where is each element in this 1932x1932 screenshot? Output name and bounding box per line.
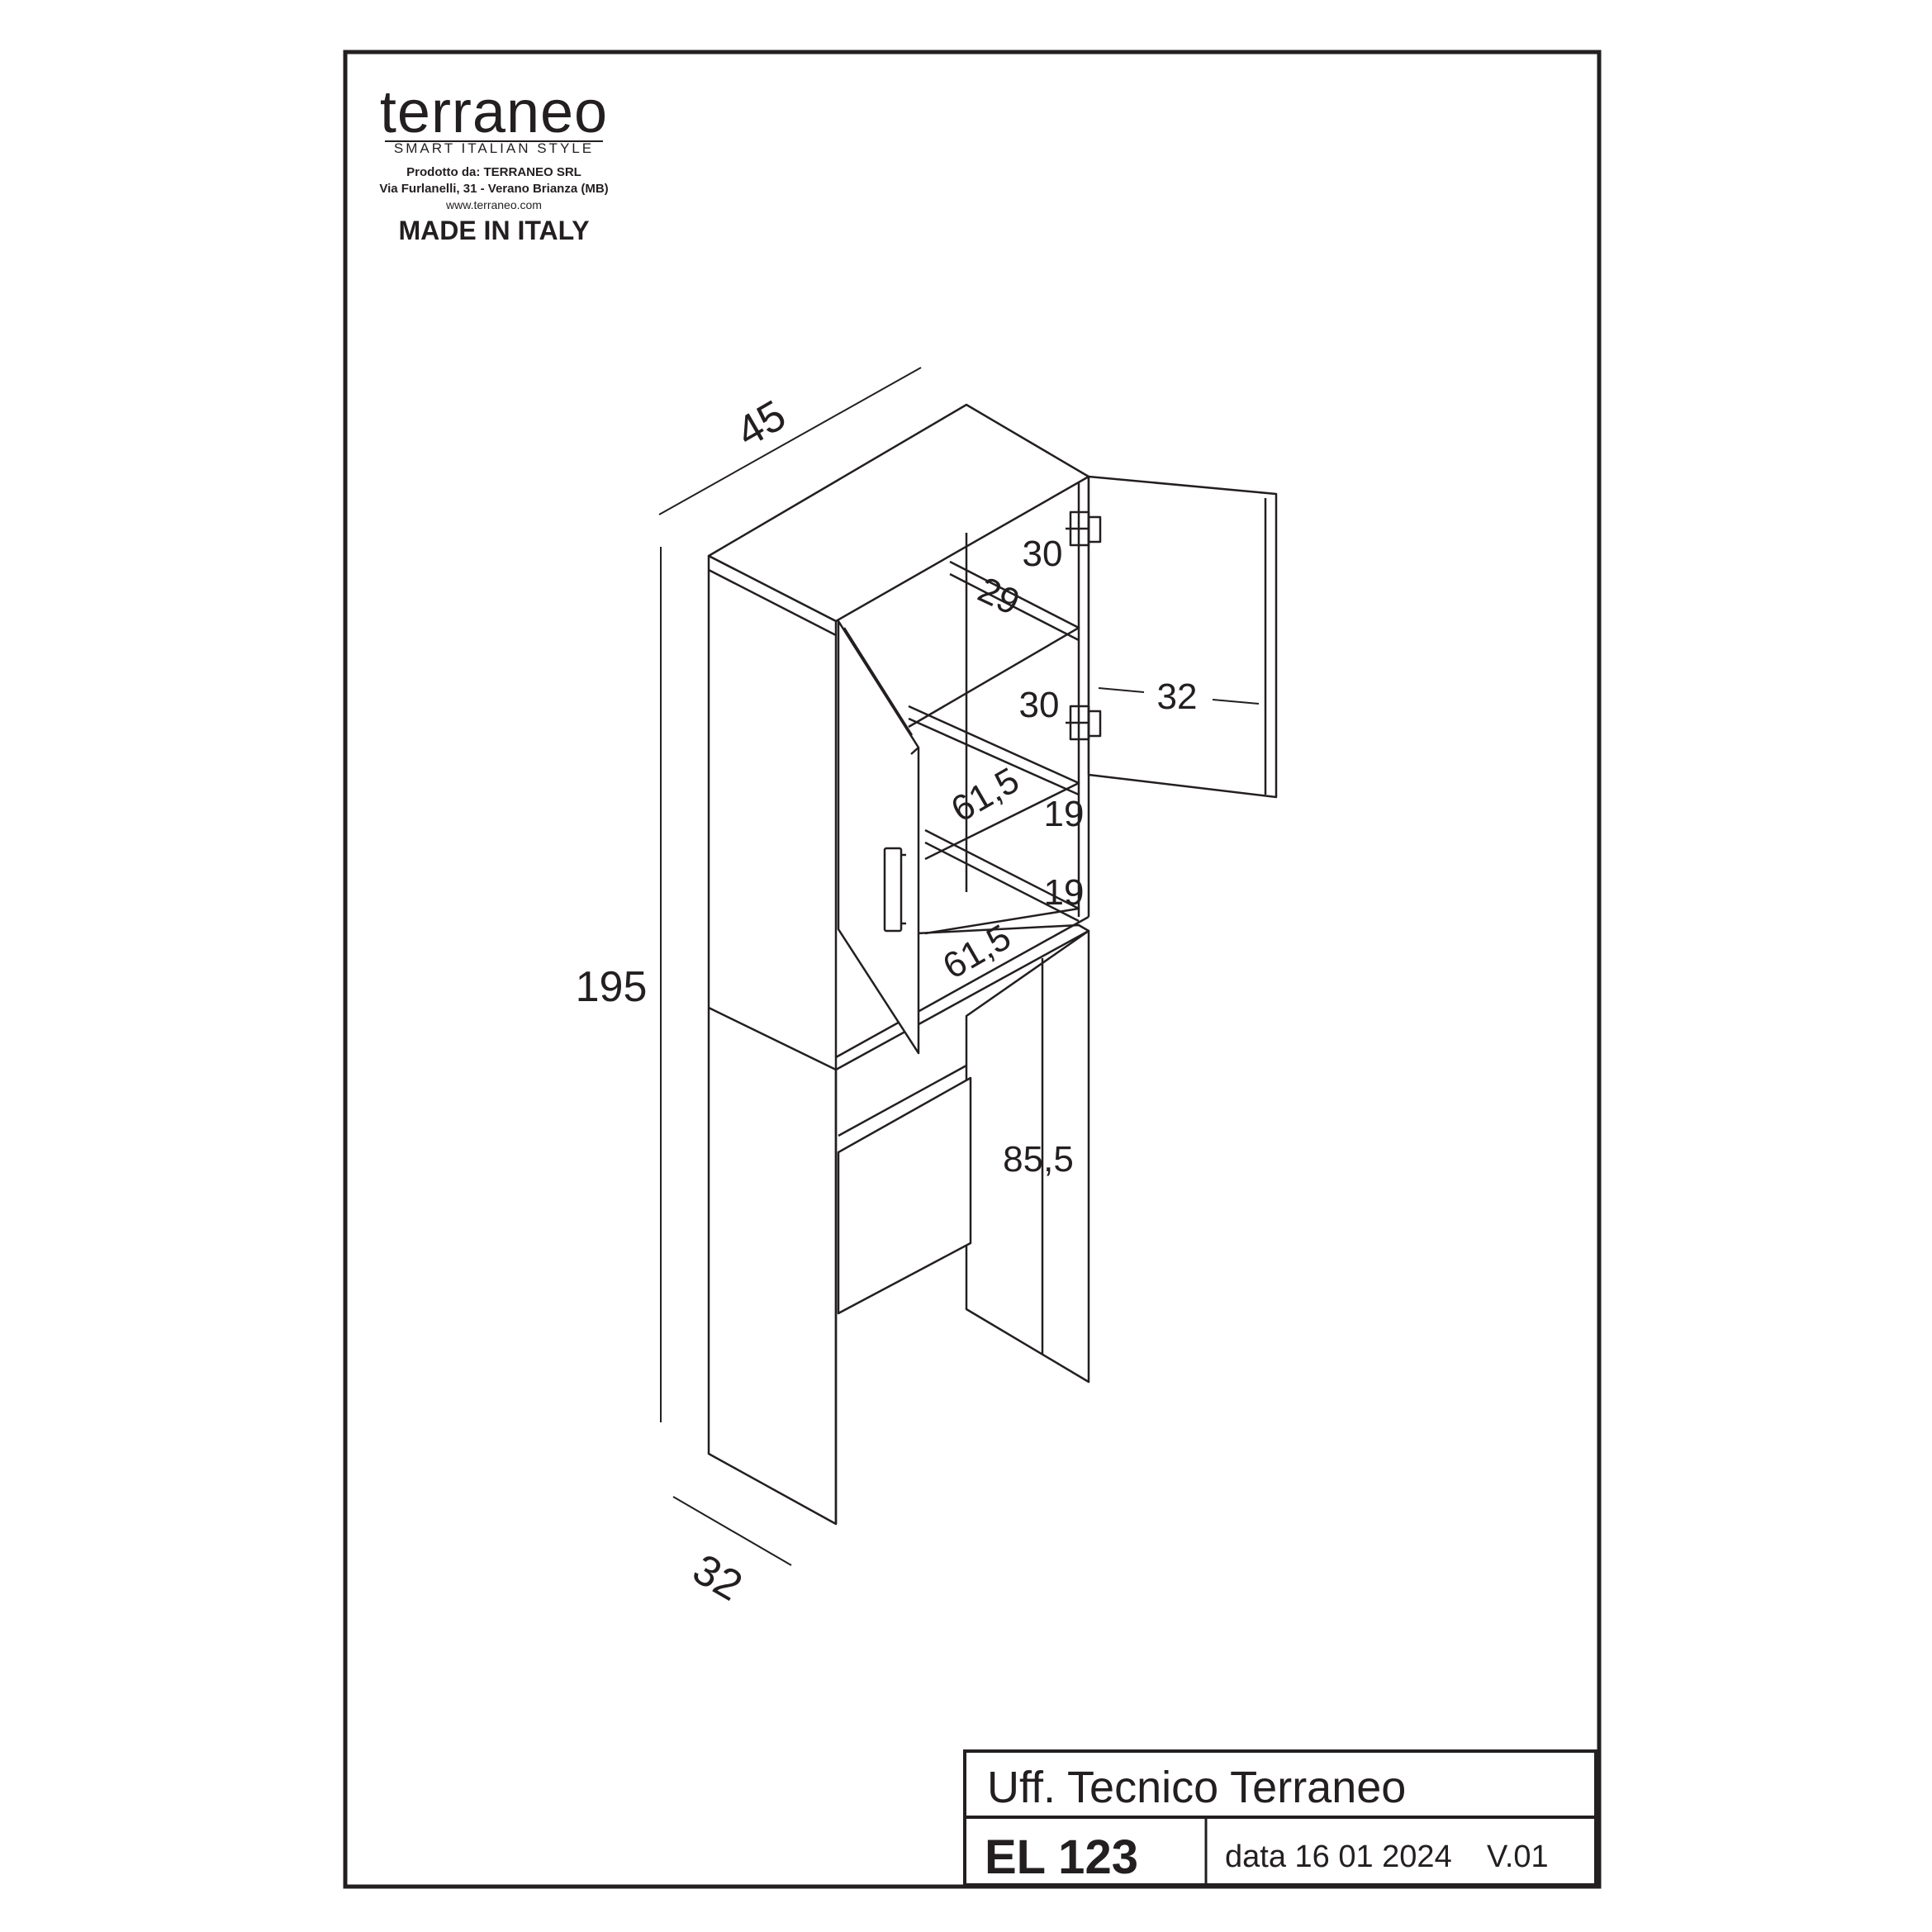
address-line: Via Furlanelli, 31 - Verano Brianza (MB) xyxy=(379,182,608,196)
brand-block: terraneo SMART ITALIAN STYLE Prodotto da… xyxy=(379,79,608,245)
dim-lower-compartment-b: 19 xyxy=(1044,872,1085,913)
title-block: Uff. Tecnico Terraneo EL 123 data 16 01 … xyxy=(963,1749,1597,1887)
dim-opening-height: 85,5 xyxy=(1003,1139,1074,1180)
right-door xyxy=(1087,475,1278,799)
door-dim-line-left xyxy=(1098,687,1145,693)
dim-depth: 32 xyxy=(685,1545,750,1611)
lower-front-panel xyxy=(837,1076,972,1315)
shelf-3 xyxy=(924,828,1080,935)
dim-door-width: 32 xyxy=(1157,676,1198,717)
drawing-version: V.01 xyxy=(1487,1839,1549,1874)
door-handle xyxy=(883,847,903,933)
hinge-top xyxy=(1066,510,1102,547)
brand-tagline: SMART ITALIAN STYLE xyxy=(394,140,594,156)
shelf-4 xyxy=(835,923,1090,1071)
cabinet-drawing xyxy=(707,403,1278,1526)
dim-middle-compartment-height: 30 xyxy=(1019,685,1060,725)
dimension-lines xyxy=(658,367,1260,1566)
office-name: Uff. Tecnico Terraneo xyxy=(987,1763,1406,1812)
producer-line: Prodotto da: TERRANEO SRL xyxy=(406,165,581,179)
width-dim-line xyxy=(658,367,922,515)
dim-top-compartment-height: 30 xyxy=(1023,534,1063,574)
dim-shelf-width-upper: 61,5 xyxy=(944,760,1026,830)
website: www.terraneo.com xyxy=(445,198,542,211)
dim-width: 45 xyxy=(729,392,794,457)
brand-logo: terraneo xyxy=(380,79,608,145)
drawing-code: EL 123 xyxy=(985,1830,1138,1884)
dim-height: 195 xyxy=(576,963,648,1011)
hinge-bottom xyxy=(1066,705,1102,741)
drawing-date: data 16 01 2024 xyxy=(1225,1839,1452,1874)
door-dim-line-right xyxy=(1212,699,1260,705)
left-side-panel xyxy=(707,554,838,1526)
left-door xyxy=(837,619,920,1055)
depth-dim-line xyxy=(672,1496,792,1566)
shelf-1 xyxy=(908,560,1080,729)
shelf-2 xyxy=(908,705,1080,861)
made-in-italy: MADE IN ITALY xyxy=(398,216,589,245)
dim-lower-compartment-a: 19 xyxy=(1044,794,1085,834)
